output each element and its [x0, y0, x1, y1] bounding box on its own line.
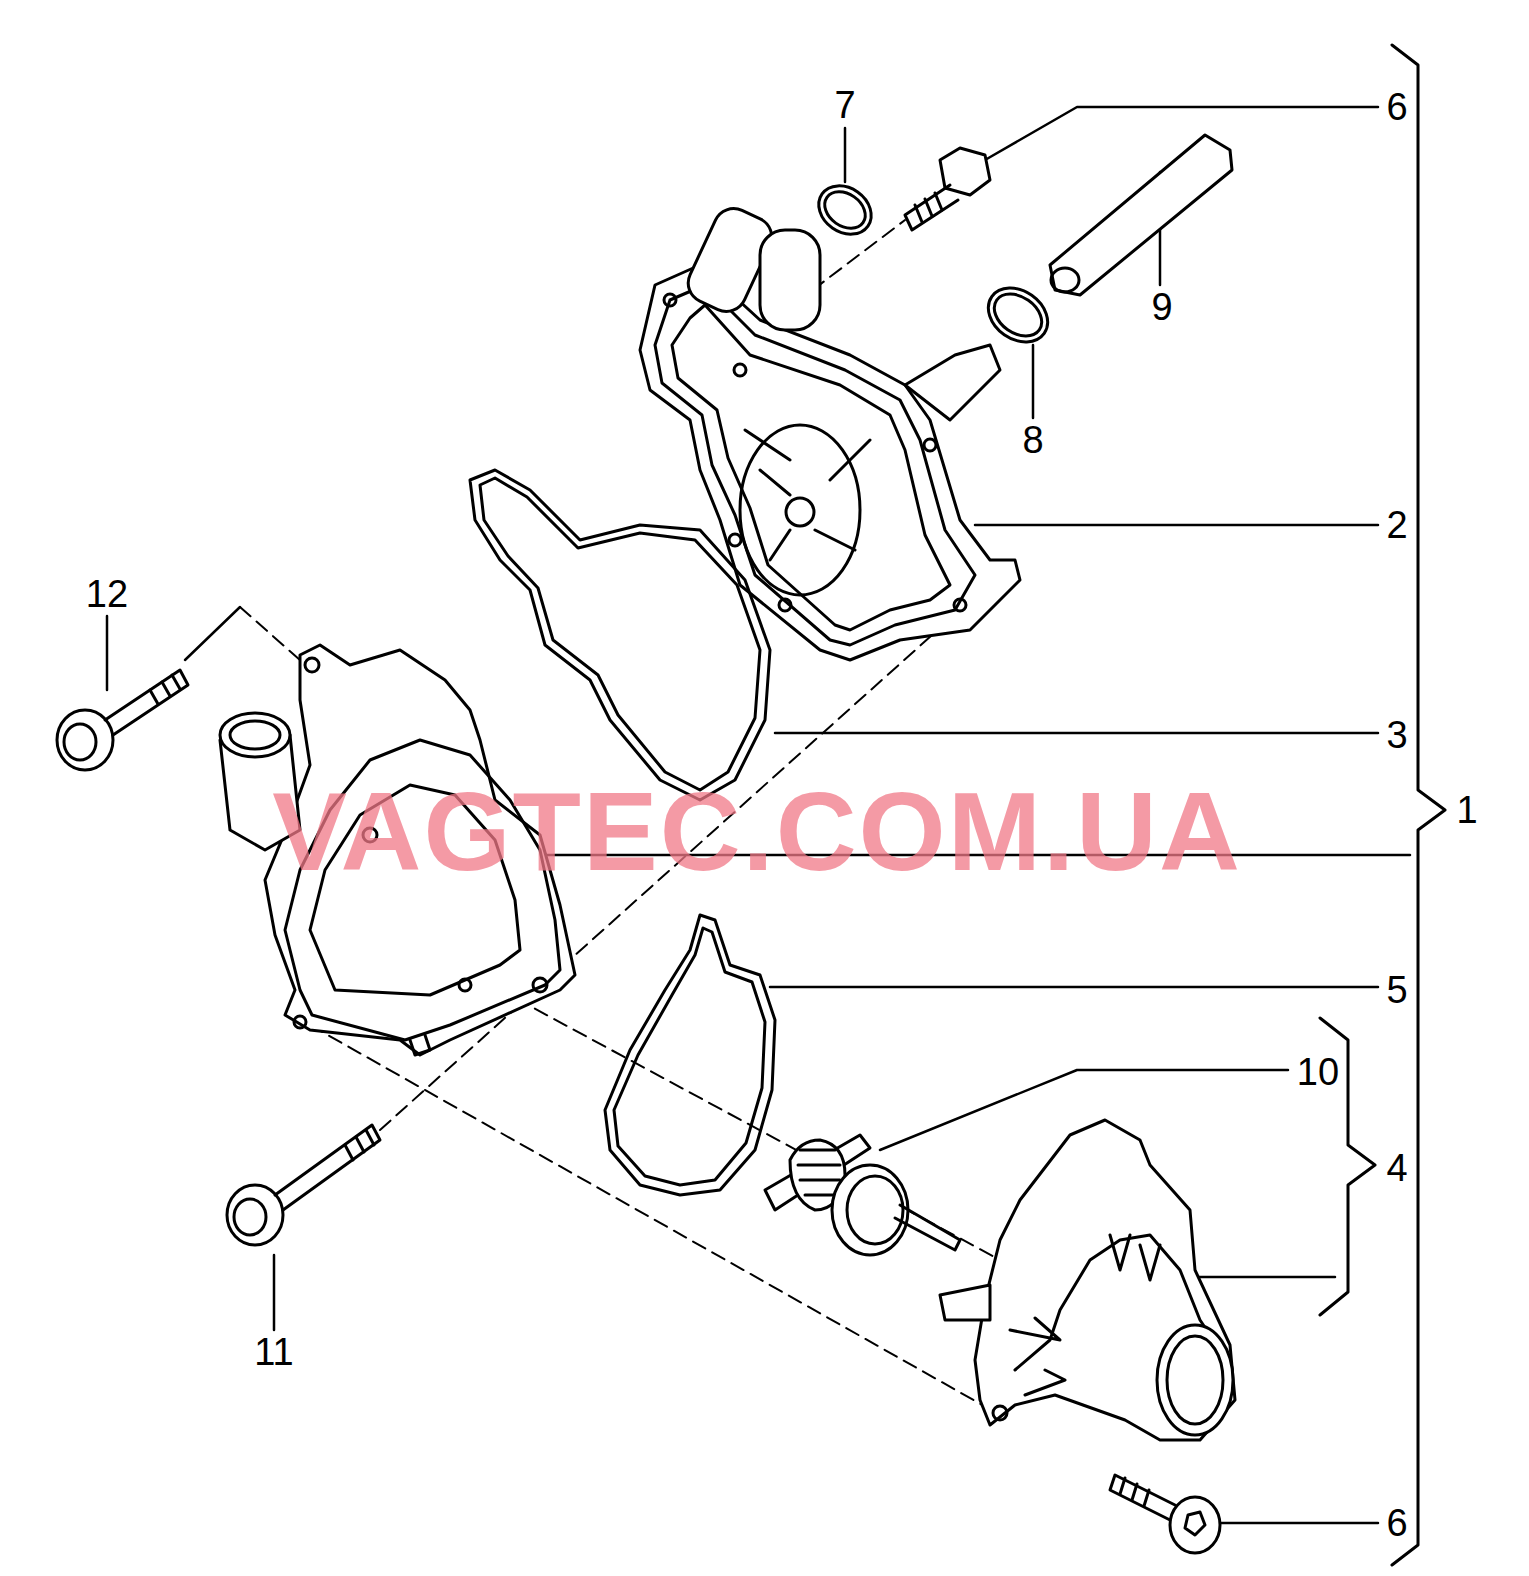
- callout-number: 6: [1386, 1504, 1407, 1542]
- callout-number: 4: [1386, 1149, 1407, 1187]
- callout-number: 7: [834, 86, 855, 124]
- callout-number: 12: [86, 575, 128, 613]
- callout-number: 2: [1386, 506, 1407, 544]
- gasket-inner: [480, 478, 760, 790]
- pipe: [1050, 135, 1232, 295]
- callout-number: 3: [1386, 716, 1407, 754]
- o-ring: [986, 285, 1049, 344]
- bolt: [905, 148, 990, 230]
- thermostat-cover: [940, 1120, 1235, 1440]
- bolt: [57, 670, 188, 770]
- callout-number: 5: [1386, 971, 1407, 1009]
- thermostat: [765, 1135, 960, 1255]
- pipe-end: [1051, 268, 1079, 292]
- water-pump: [640, 202, 1020, 660]
- callout-number: 6: [1386, 88, 1407, 126]
- watermark: VAGTEC.COM.UA: [272, 776, 1242, 888]
- o-ring: [809, 176, 880, 244]
- leader-lines: [107, 107, 1410, 1523]
- callout-number: 9: [1151, 288, 1172, 326]
- bolt: [1110, 1475, 1220, 1553]
- gasket: [605, 915, 775, 1195]
- o-ring: [978, 277, 1058, 353]
- callout-number: 1: [1456, 791, 1477, 829]
- gasket-inner: [614, 928, 765, 1185]
- bolt: [227, 1125, 380, 1245]
- group-bracket: [1392, 45, 1445, 1565]
- callout-number: 8: [1022, 421, 1043, 459]
- callout-number: 11: [254, 1333, 293, 1371]
- gasket: [470, 470, 770, 800]
- o-ring: [818, 184, 872, 235]
- callout-number: 10: [1297, 1053, 1339, 1091]
